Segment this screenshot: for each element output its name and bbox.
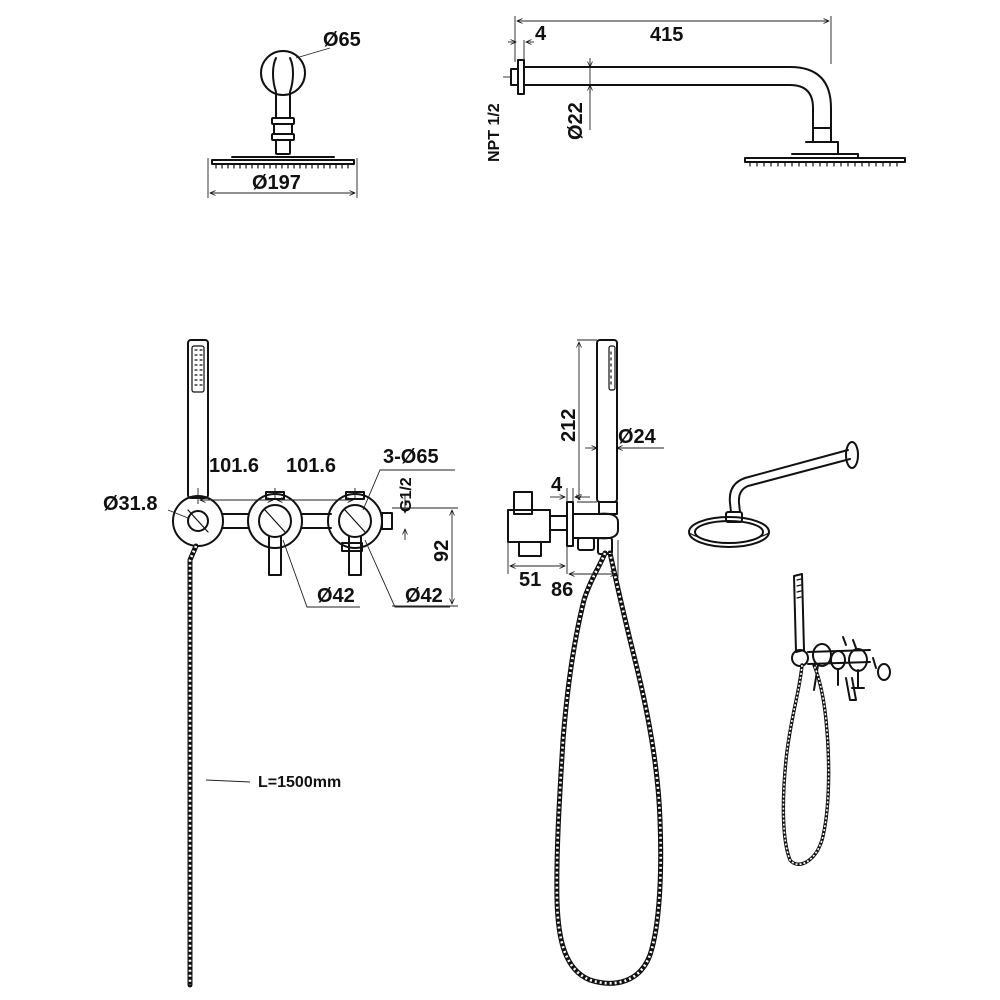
- dim-total-depth: 86: [551, 579, 573, 601]
- mixer-lever-left: [268, 536, 282, 576]
- iso-arm-flange: [845, 441, 859, 469]
- mixer-outlet-g12: [381, 512, 393, 530]
- dim-flange-thickness: 4: [535, 23, 547, 45]
- shower-head-nozzles: [215, 164, 349, 169]
- dim-handshower-length: 212: [558, 409, 580, 442]
- iso-arm: [728, 449, 851, 513]
- side-valve-housing: [513, 491, 533, 515]
- dim-hose-length: L=1500mm: [258, 774, 341, 791]
- arm-bend: [272, 57, 294, 119]
- dim-spacing-left: 101.6: [209, 455, 259, 477]
- dim-outlet-thread: G1/2: [398, 477, 415, 512]
- mixer-lever-right: [348, 536, 362, 576]
- iso-mixer-set: [781, 573, 891, 866]
- dim-arm-thread: NPT 1/2: [486, 103, 503, 162]
- side-lever: [577, 537, 595, 551]
- side-handshower-holder: [572, 512, 619, 540]
- dim-197-line: [207, 158, 358, 198]
- mixer-side-view: 212 Ø24 4 51 86: [507, 339, 664, 986]
- iso-elbow: [791, 649, 809, 667]
- handshower-body: [187, 339, 209, 499]
- dim-spacing-right: 101.6: [286, 455, 336, 477]
- arm-side-joint: [812, 127, 832, 143]
- iso-head-outer: [688, 516, 770, 548]
- handshower-spray-dots: [194, 349, 203, 386]
- dim-head-diameter: Ø197: [252, 172, 301, 194]
- handshower-spray-face: [191, 345, 205, 393]
- wall-elbow-outlet: [187, 510, 209, 532]
- mixer-knob-right: [338, 504, 372, 538]
- side-handshower-body: [596, 339, 618, 503]
- shower-arm-tube: [523, 66, 832, 129]
- arm-side-nozzles: [749, 162, 898, 167]
- dim-arm-flange-diameter: Ø65: [323, 29, 361, 51]
- arm-joint: [271, 117, 295, 155]
- arm-side-head: [744, 141, 906, 163]
- dim-flange-count: 3-Ø65: [383, 446, 439, 468]
- dim-arm-length: 415: [650, 24, 683, 46]
- arm-thread-stub: [510, 68, 519, 86]
- dim-handshower-diameter: Ø24: [618, 426, 657, 448]
- iso-shower-head: [688, 441, 859, 548]
- dim-lever-left: Ø42: [317, 585, 355, 607]
- hose-side: [554, 550, 664, 986]
- mixer-front-view: 101.6 101.6 3-Ø65 G1/2 92 Ø31.8 Ø42 Ø42 …: [103, 339, 458, 988]
- dim-elbow-diameter: Ø31.8: [103, 493, 157, 515]
- shower-head-plate: [211, 156, 355, 165]
- arm-side-view: 415 4 Ø22 NPT 1/2: [486, 16, 906, 167]
- dim-arm-diameter: Ø22: [565, 102, 587, 140]
- dim-plate-thickness: 4: [551, 474, 563, 496]
- arm-wall-flange: [260, 50, 306, 96]
- dim-mixer-height: 92: [431, 540, 453, 562]
- mixer-knob-left: [258, 504, 292, 538]
- dim-body-depth: 51: [519, 569, 541, 591]
- dim-lever-right: Ø42: [405, 585, 443, 607]
- head-front-view: Ø197 Ø65: [207, 29, 361, 198]
- dim-65-leader: [295, 47, 331, 59]
